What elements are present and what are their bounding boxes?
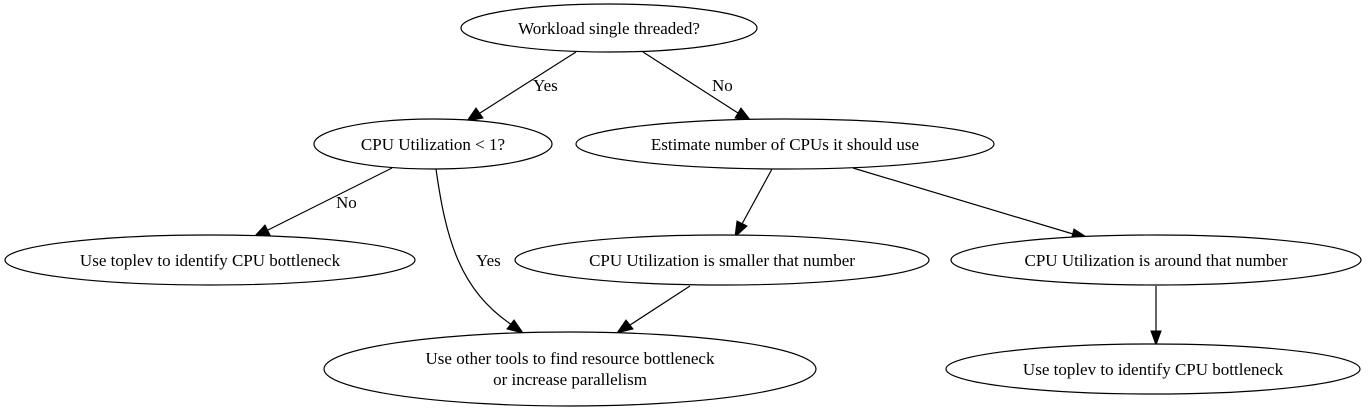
edge-label-yes: Yes	[476, 251, 501, 270]
arrowhead	[615, 319, 634, 334]
node-ellipse	[460, 3, 758, 53]
edge-smaller-to-other-tools	[615, 285, 691, 334]
node-ellipse	[4, 234, 416, 286]
node-label: CPU Utilization is smaller that number	[589, 251, 855, 270]
arrowhead	[734, 220, 748, 239]
edge-root-to-estimate: No	[642, 51, 753, 122]
node-label: Use toplev to identify CPU bottleneck	[80, 251, 341, 270]
node-label: Workload single threaded?	[518, 19, 700, 38]
node-toplev-right: Use toplev to identify CPU bottleneck	[945, 343, 1361, 395]
node-label: Estimate number of CPUs it should use	[651, 135, 919, 154]
node-cpu-smaller-than-number: CPU Utilization is smaller that number	[514, 234, 930, 286]
edge-root-to-cpu-lt-1: Yes	[465, 51, 577, 122]
node-ellipse	[514, 234, 930, 286]
node-workload-single-threaded: Workload single threaded?	[460, 3, 758, 53]
node-ellipse	[323, 331, 817, 407]
edge-cpu-lt-1-to-toplev-left: No	[252, 167, 393, 238]
node-ellipse	[313, 118, 553, 170]
node-estimate-cpus: Estimate number of CPUs it should use	[575, 118, 995, 170]
node-label: CPU Utilization is around that number	[1025, 251, 1288, 270]
node-toplev-left: Use toplev to identify CPU bottleneck	[4, 234, 416, 286]
edge-around-to-toplev-right	[1150, 286, 1162, 347]
node-cpu-utilization-lt-1: CPU Utilization < 1?	[313, 118, 553, 170]
edge-label-no: No	[336, 193, 357, 212]
edge-estimate-to-around	[852, 167, 1090, 241]
edge-estimate-to-smaller	[734, 168, 773, 239]
node-use-other-tools: Use other tools to find resource bottlen…	[323, 331, 817, 407]
node-label: Use toplev to identify CPU bottleneck	[1023, 360, 1284, 379]
edge-label-yes: Yes	[533, 76, 558, 95]
arrowhead	[506, 319, 525, 334]
node-label: CPU Utilization < 1?	[361, 135, 505, 154]
node-label-line-1: Use other tools to find resource bottlen…	[426, 349, 715, 368]
edge-cpu-lt-1-to-other-tools: Yes	[435, 168, 525, 334]
node-ellipse	[950, 234, 1362, 286]
node-ellipse	[945, 343, 1361, 395]
edge-label-no: No	[712, 76, 733, 95]
arrowhead	[1150, 330, 1162, 347]
arrowhead	[465, 107, 484, 122]
node-ellipse	[575, 118, 995, 170]
node-cpu-around-number: CPU Utilization is around that number	[950, 234, 1362, 286]
node-label-line-2: or increase parallelism	[493, 370, 647, 389]
